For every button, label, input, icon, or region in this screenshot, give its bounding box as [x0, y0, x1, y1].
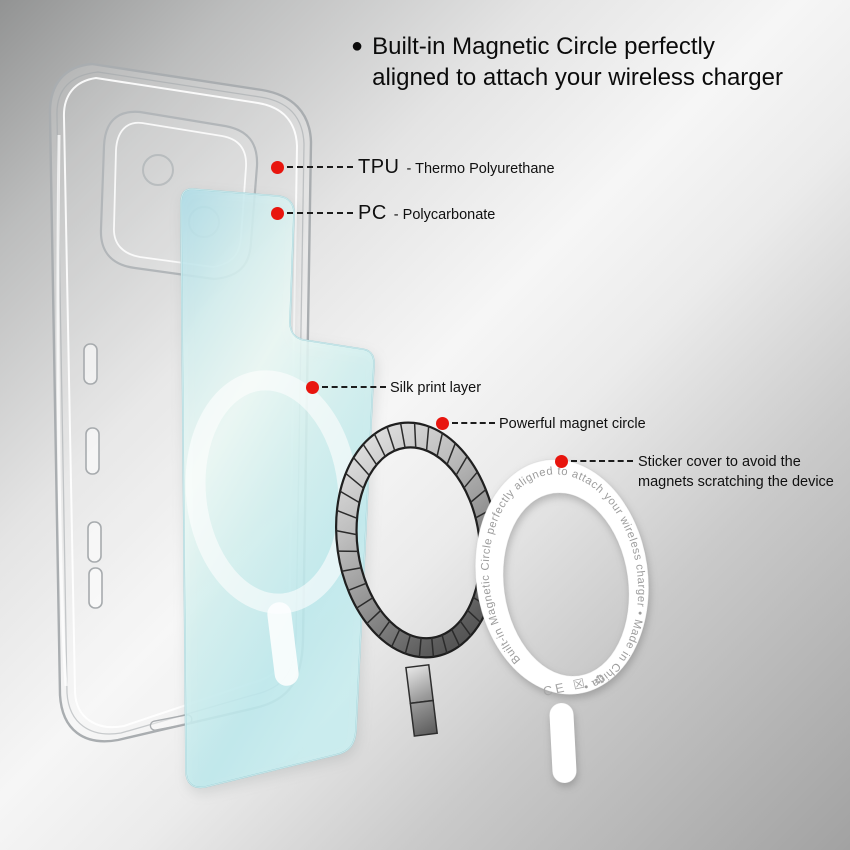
label-silk-print: Silk print layer: [390, 380, 482, 396]
leader-line-sticker: [571, 460, 633, 462]
label-tpu-abbr: TPU: [358, 156, 400, 178]
label-sticker-line2: magnets scratching the device: [638, 474, 834, 490]
label-magnet-circle: Powerful magnet circle: [499, 416, 646, 432]
headline-line2: aligned to attach your wireless charger: [372, 64, 783, 91]
label-sticker-line1: Sticker cover to avoid the: [638, 454, 801, 470]
headline-line1: Built-in Magnetic Circle perfectly: [372, 33, 715, 60]
leader-line-magnet: [452, 422, 495, 424]
red-dot-marker-tpu: [271, 161, 284, 174]
headline: ● Built-in Magnetic Circle perfectly ali…: [351, 31, 783, 93]
red-dot-marker-magnet: [436, 417, 449, 430]
leader-line-silk: [322, 386, 386, 388]
sticker-ring: Built-in Magnetic Circle perfectly align…: [465, 454, 661, 705]
label-pc-desc: - Polycarbonate: [393, 207, 496, 223]
glass-highlight: [56, 134, 68, 687]
red-dot-marker-pc: [271, 207, 284, 220]
sticker-bar: [549, 703, 577, 783]
label-pc: PC - Polycarbonate: [358, 202, 495, 225]
leader-line-pc: [287, 212, 353, 214]
label-tpu-desc: - Thermo Polyurethane: [406, 161, 555, 177]
side-buttons: [83, 343, 103, 609]
bullet-icon: ●: [351, 35, 364, 57]
leader-line-tpu: [287, 166, 353, 168]
silk-print-bar: [267, 602, 299, 686]
label-sticker-cover: Sticker cover to avoid the magnets scrat…: [638, 452, 834, 492]
label-tpu: TPU - Thermo Polyurethane: [358, 156, 555, 179]
magnet-bar: [405, 663, 439, 737]
label-pc-abbr: PC: [358, 202, 387, 224]
red-dot-marker-silk: [306, 381, 319, 394]
red-dot-marker-sticker: [555, 455, 568, 468]
